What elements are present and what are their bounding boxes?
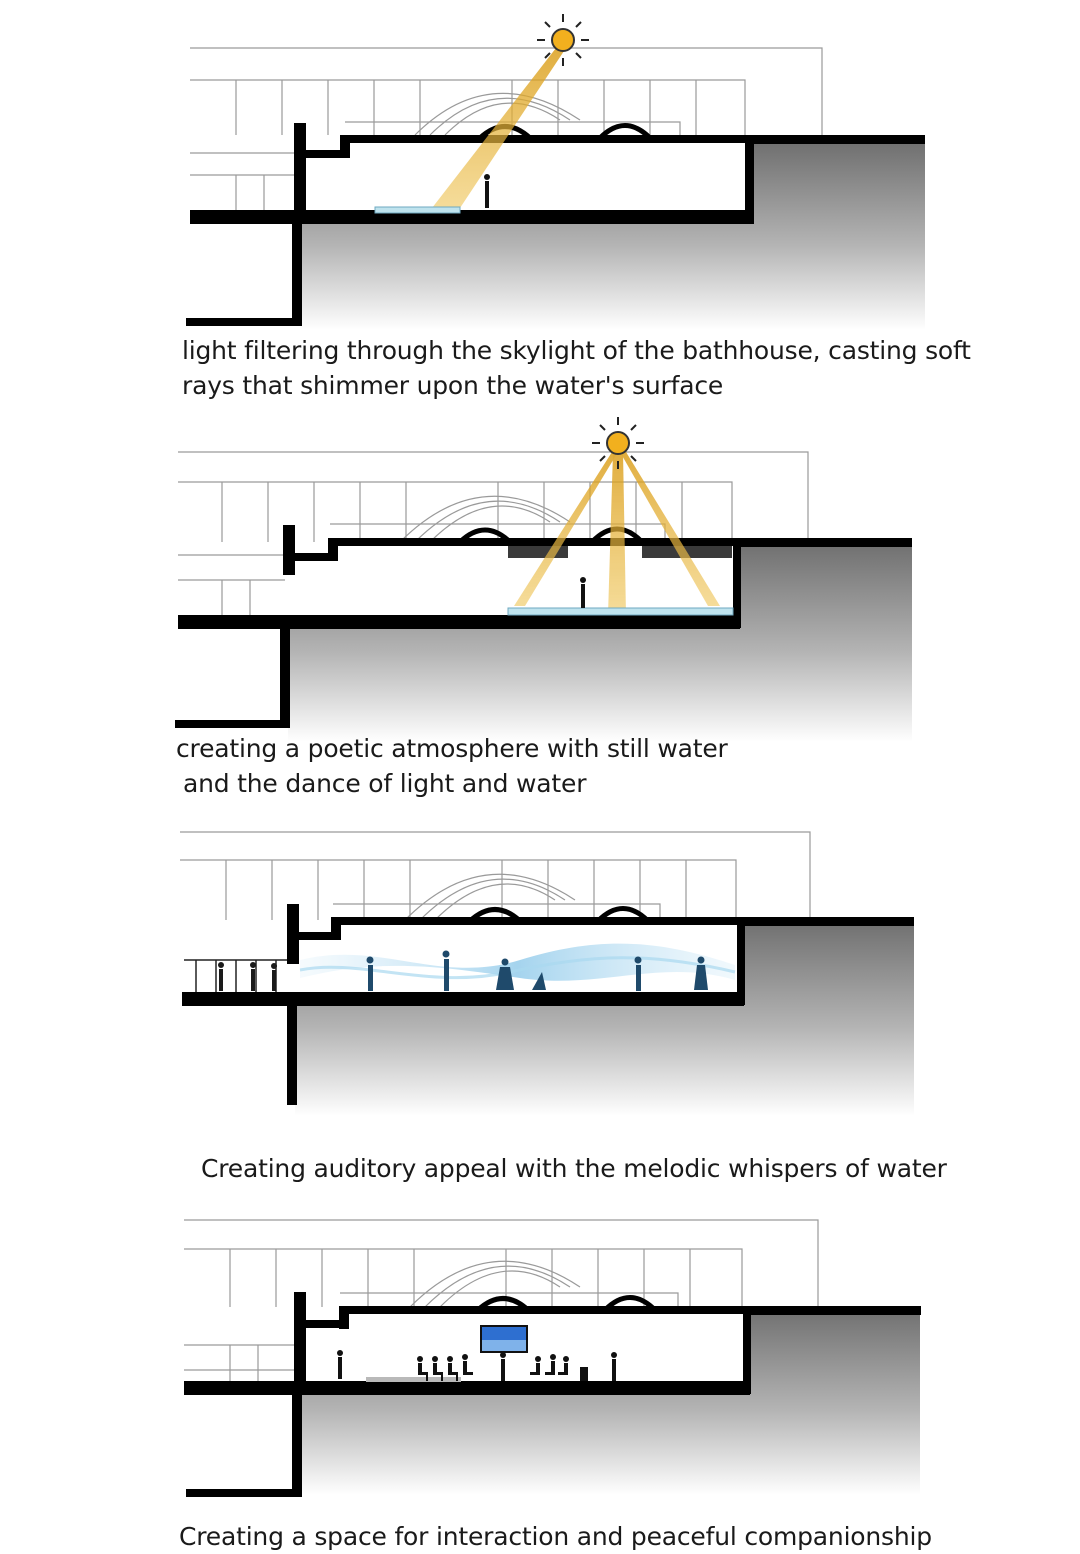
section-drawing-3 bbox=[180, 831, 914, 1116]
platform bbox=[366, 1377, 461, 1382]
caption-line-1: creating a poetic atmosphere with still … bbox=[176, 734, 728, 763]
background-facade bbox=[178, 451, 809, 615]
caption-line-2: and the dance of light and water bbox=[183, 769, 587, 798]
person-icon bbox=[580, 577, 586, 608]
earth-mass bbox=[300, 1307, 920, 1495]
background-facade bbox=[184, 1219, 819, 1382]
earth-mass bbox=[295, 920, 914, 1116]
screen-icon bbox=[480, 1325, 528, 1353]
background-facade bbox=[180, 831, 811, 921]
panel-interaction: Creating a space for interaction and pea… bbox=[0, 1215, 1080, 1551]
section-drawing-1 bbox=[186, 14, 925, 330]
panel-auditory-appeal: Creating auditory appeal with the melodi… bbox=[0, 820, 1080, 1215]
building-section bbox=[182, 904, 914, 1105]
panel-poetic-atmosphere: creating a poetic atmosphere with still … bbox=[0, 410, 1080, 820]
pool bbox=[507, 607, 734, 616]
skylight-domes bbox=[468, 906, 650, 923]
earth-mass bbox=[288, 542, 912, 742]
caption-line-2: rays that shimmer upon the water's surfa… bbox=[182, 371, 724, 400]
section-drawing-2 bbox=[175, 417, 912, 742]
sun-icon bbox=[592, 417, 644, 469]
pool bbox=[374, 206, 461, 214]
earth-mass bbox=[300, 142, 925, 330]
person-icon bbox=[337, 1350, 617, 1381]
caption: Creating auditory appeal with the melodi… bbox=[201, 1151, 947, 1186]
caption: creating a poetic atmosphere with still … bbox=[176, 731, 728, 801]
caption: Creating a space for interaction and pea… bbox=[179, 1519, 932, 1554]
skylight-domes bbox=[476, 1295, 657, 1312]
building-section bbox=[184, 1292, 921, 1497]
section-drawing-4 bbox=[184, 1219, 921, 1497]
background-facade bbox=[190, 47, 823, 210]
caption: light filtering through the skylight of … bbox=[182, 333, 971, 403]
caption-line-1: Creating auditory appeal with the melodi… bbox=[201, 1154, 947, 1183]
sun-beams bbox=[514, 452, 720, 615]
sun-icon bbox=[537, 14, 589, 66]
sun-beam bbox=[432, 48, 566, 208]
caption-line-1: Creating a space for interaction and pea… bbox=[179, 1522, 932, 1551]
building-section bbox=[175, 525, 912, 728]
person-icon bbox=[484, 174, 490, 208]
building-section bbox=[186, 123, 925, 326]
person-icon bbox=[366, 950, 708, 991]
panel-light-skylight: light filtering through the skylight of … bbox=[0, 0, 1080, 410]
caption-line-1: light filtering through the skylight of … bbox=[182, 336, 971, 365]
wave-icon bbox=[299, 943, 736, 981]
walkers-outside bbox=[218, 962, 277, 991]
